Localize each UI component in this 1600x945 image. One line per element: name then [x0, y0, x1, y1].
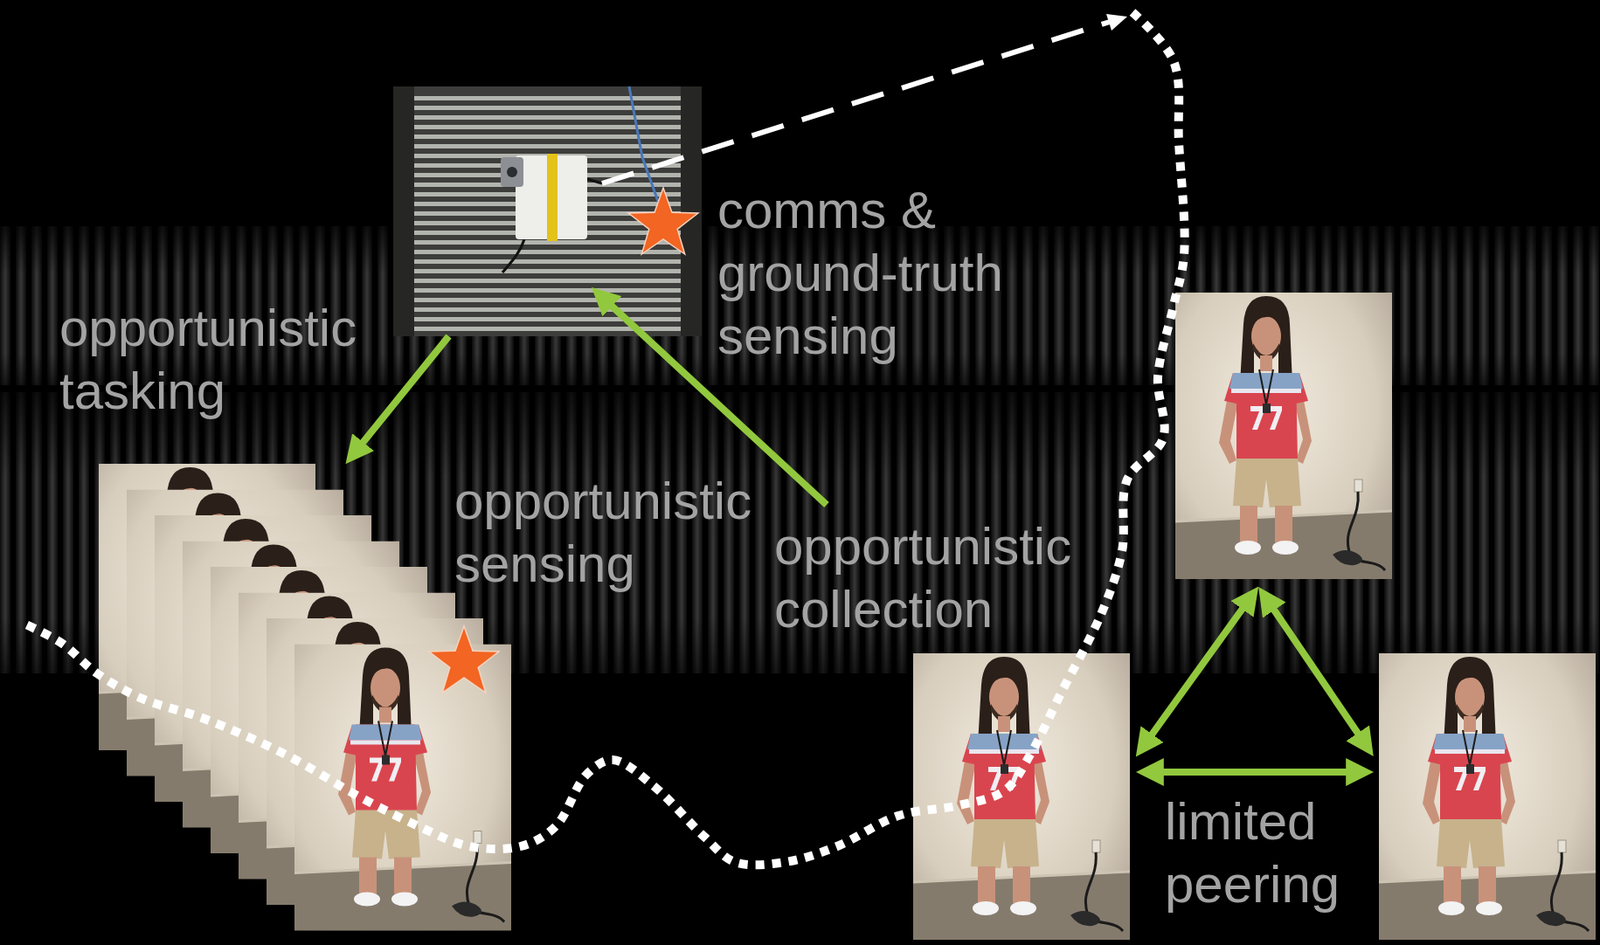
striped-band [0, 392, 1600, 674]
sensor-photo [506, 166, 518, 178]
photo-stack [210, 567, 428, 854]
striped-band [0, 392, 1600, 674]
node-label: comms & ground-truth sensing [717, 179, 1050, 368]
sensor-photo [680, 86, 702, 337]
sensor-photo [547, 153, 558, 242]
sensor-photo [515, 155, 588, 240]
photo-stack [266, 618, 484, 906]
sensor-photo [587, 179, 603, 184]
star-mark [429, 626, 499, 693]
photo-stack [238, 593, 456, 880]
photo-stack [294, 644, 512, 932]
dotted-route [20, 12, 1185, 866]
photo-stack [126, 490, 344, 777]
data-route [20, 12, 1185, 866]
star-mark [429, 187, 699, 693]
green-arrow [1145, 600, 1249, 744]
green-arrow [1267, 601, 1365, 743]
photo-node: comms & ground-truth sensing [393, 86, 702, 337]
sensor-photo [629, 86, 665, 219]
dotted-route [20, 12, 1185, 866]
green-arrow [603, 298, 1365, 773]
peer-photo [913, 653, 1130, 941]
photo-stack [154, 515, 372, 803]
edge-label: opportunistic tasking [59, 297, 392, 423]
free-label: limited peering [1164, 790, 1427, 917]
free-label: opportunistic collection [774, 515, 1107, 642]
sensor-photo [393, 86, 702, 337]
sensor-photo [500, 157, 524, 188]
star-mark [628, 187, 699, 255]
sensor-photo [393, 86, 415, 337]
sensor-photo [410, 90, 685, 334]
sensor-photo [393, 86, 702, 337]
label-holder: opportunistic collection [774, 515, 1107, 642]
peer-photo [1175, 292, 1393, 580]
photo-stack [182, 541, 400, 829]
sensor-photo [502, 239, 525, 273]
edge-label-holder: opportunistic tasking [59, 297, 392, 423]
peer-photo [913, 292, 1596, 941]
data-route [1106, 13, 1128, 31]
photo-stack [98, 464, 512, 932]
photo-stack [98, 464, 316, 751]
label-holder: limited peering [1164, 790, 1427, 917]
peer-photo [1378, 653, 1596, 941]
green-arrow [356, 336, 450, 451]
green-arrow [1152, 768, 1358, 776]
node-label: opportunistic sensing [454, 470, 787, 596]
photo-node: opportunistic sensing [98, 464, 511, 937]
data-route [602, 21, 1110, 184]
